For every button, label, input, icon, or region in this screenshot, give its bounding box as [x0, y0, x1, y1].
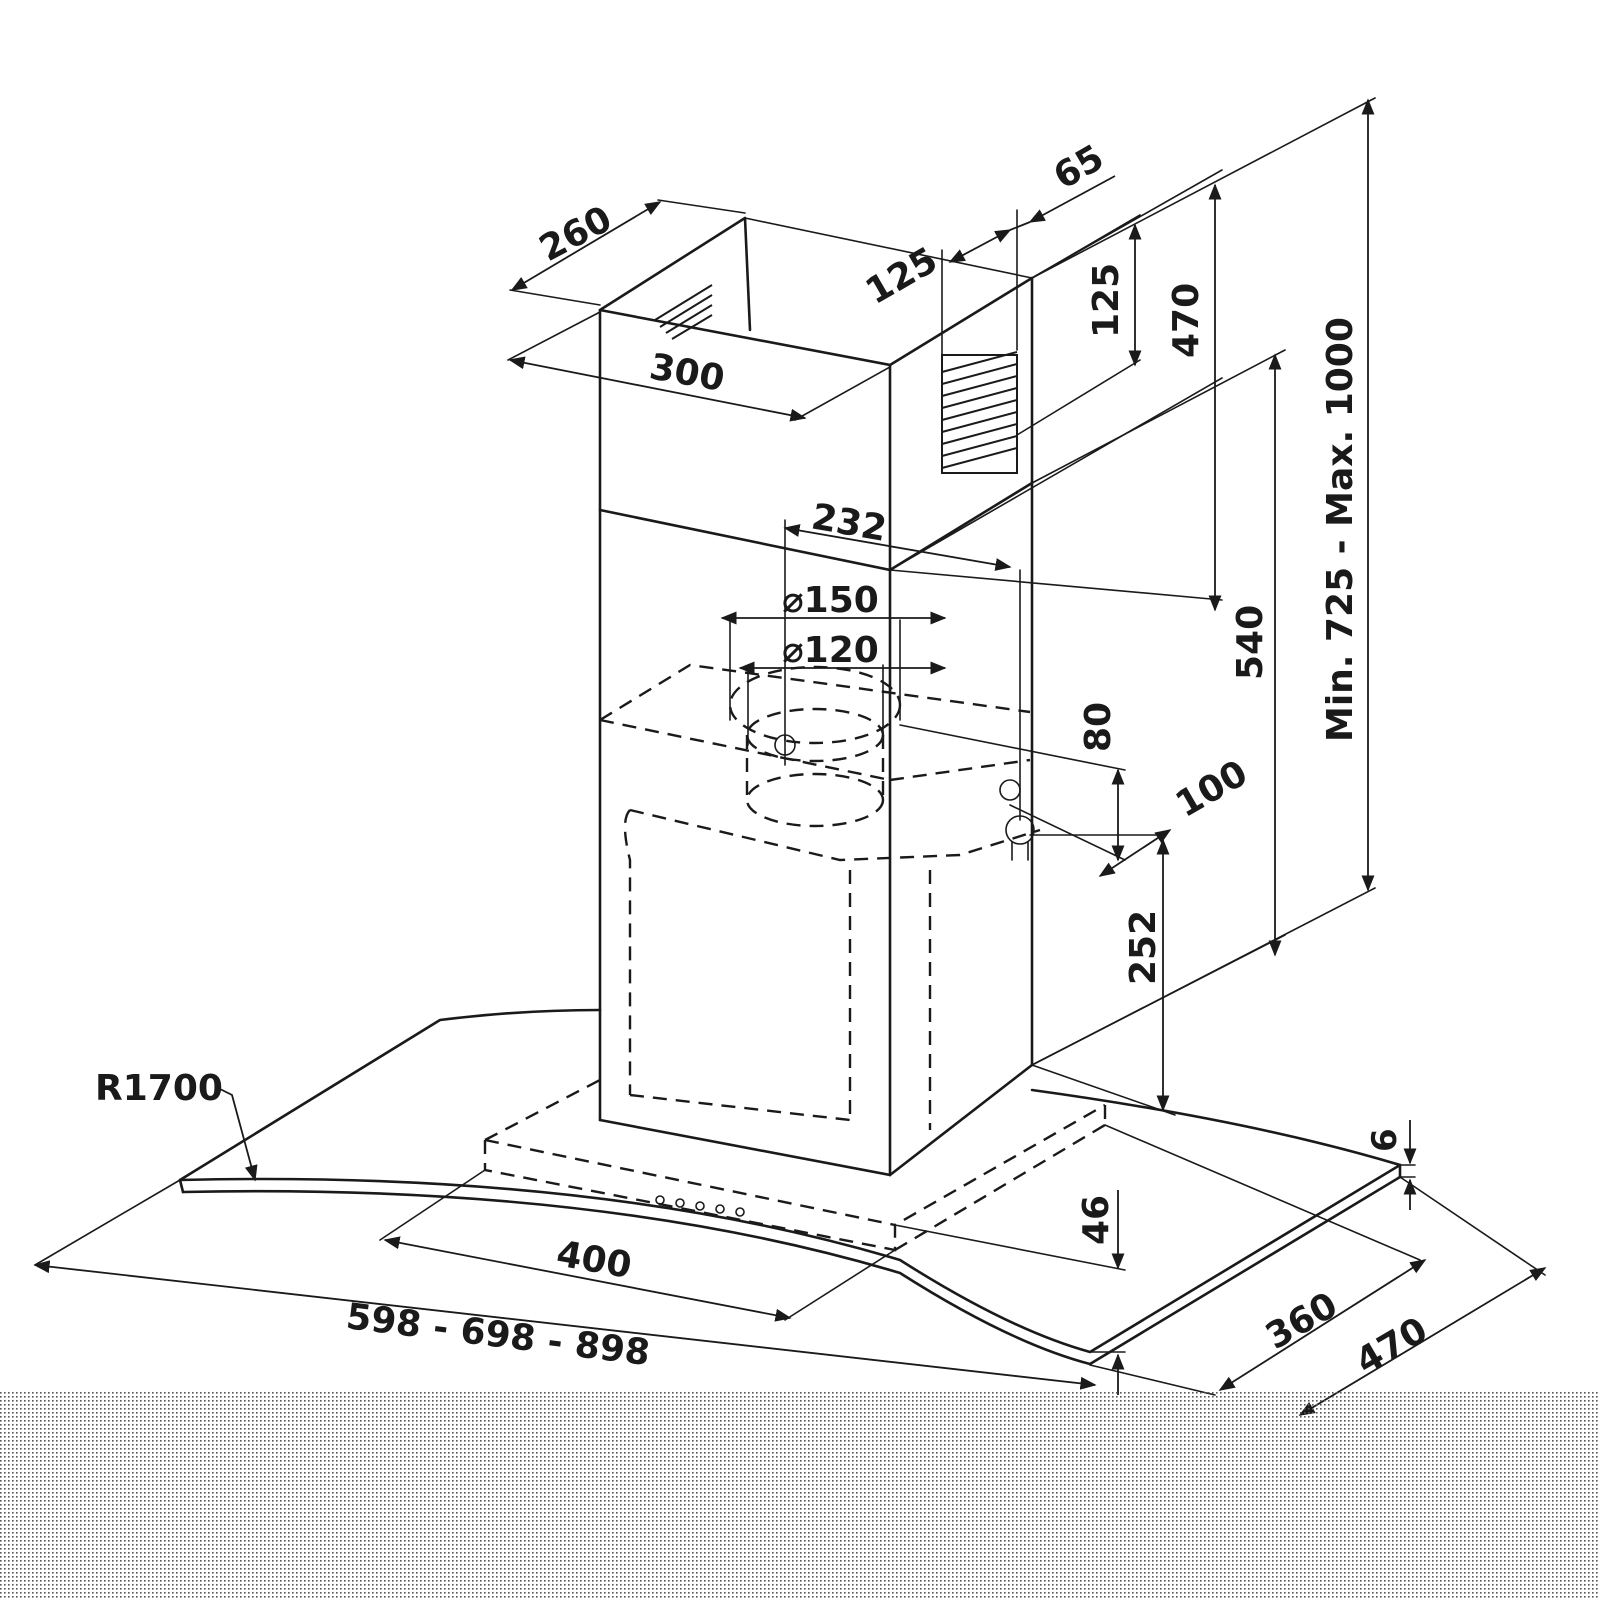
label-252: 252	[1123, 910, 1164, 985]
label-300: 300	[646, 346, 727, 399]
rear-grille	[654, 284, 713, 340]
label-540: 540	[1230, 605, 1271, 680]
label-360: 360	[1259, 1285, 1345, 1358]
label-6: 6	[1365, 1128, 1405, 1152]
label-65: 65	[1047, 137, 1111, 198]
side-grille	[941, 351, 1018, 474]
label-hood-widths: 598 - 698 - 898	[344, 1296, 652, 1374]
label-260: 260	[533, 198, 619, 269]
label-232: 232	[808, 496, 889, 549]
dimension-lines	[33, 97, 1547, 1416]
label-125-vertical: 125	[1086, 263, 1127, 338]
control-buttons	[655, 1195, 745, 1217]
power-socket-icon	[999, 779, 1035, 861]
label-80: 80	[1078, 702, 1119, 752]
label-470-upper: 470	[1166, 283, 1207, 358]
label-overall-height: Min. 725 - Max. 1000	[1320, 317, 1361, 742]
hidden-internals	[599, 663, 1041, 1130]
label-diameter-150: ⌀150	[782, 580, 879, 621]
label-46: 46	[1076, 1195, 1117, 1245]
chimney-upper	[598, 216, 1034, 1067]
label-radius: R1700	[95, 1068, 223, 1109]
label-400: 400	[553, 1233, 634, 1286]
dimension-labels: 260 300 125 65 125 470 Min. 725 - Max. 1…	[95, 137, 1435, 1383]
label-diameter-120: ⌀120	[782, 630, 879, 671]
dither-band	[0, 1390, 1600, 1600]
label-100: 100	[1169, 753, 1255, 826]
label-470-lower: 470	[1349, 1310, 1435, 1383]
